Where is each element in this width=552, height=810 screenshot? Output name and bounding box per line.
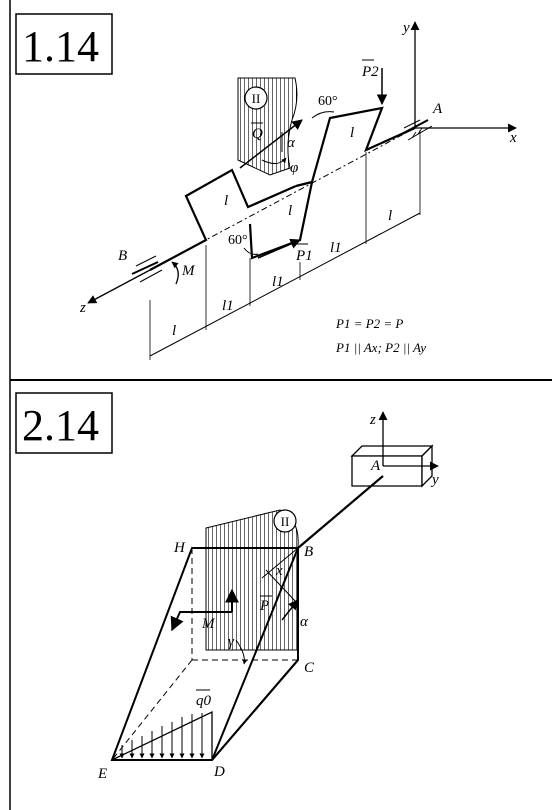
x-axis-label: x xyxy=(509,130,517,146)
y2-axis-label: y xyxy=(430,472,439,488)
plane-ii-marker xyxy=(244,86,268,110)
z2-axis-label: z xyxy=(369,412,376,428)
force-p1-label: P1 xyxy=(295,248,313,264)
point-h-label: H xyxy=(173,540,186,556)
condition-force-directions: P1 || Ax; P2 || Ay xyxy=(335,340,426,355)
dim-l1-3: l1 xyxy=(330,240,342,256)
problem-number-box xyxy=(15,13,113,75)
plane-ii-2-label: II xyxy=(281,514,290,529)
moment-m2-arrow xyxy=(170,611,232,632)
shaft-centerline xyxy=(89,127,416,303)
plane-ii-2-marker xyxy=(273,509,297,533)
problem-1-14: 1.14 II y x z A B M xyxy=(15,13,517,360)
problem-number-2: 2.14 xyxy=(22,401,99,450)
load-arrows xyxy=(119,713,205,759)
angle-60-top-arc xyxy=(311,111,335,119)
moment-m-arrow xyxy=(171,261,179,285)
force-p-label: P xyxy=(259,598,269,614)
dim-l-2: l xyxy=(388,208,392,224)
dim-l-crank-mid: l xyxy=(288,203,292,219)
point-b-label: B xyxy=(118,248,127,264)
rod-ab xyxy=(297,475,384,549)
point-d-label: D xyxy=(213,764,225,780)
x-direction-line xyxy=(261,547,299,579)
load-q0-label: q0 xyxy=(196,693,212,709)
dim-l-1: l xyxy=(172,323,176,339)
x2-axis-label: x xyxy=(275,563,283,579)
block-a xyxy=(350,444,434,488)
plane-ii-label: II xyxy=(252,91,261,106)
moment-m-label: M xyxy=(181,263,196,279)
point-c-label: C xyxy=(304,660,315,676)
angle-60-top: 60° xyxy=(318,94,338,109)
angle-alpha-label: α xyxy=(287,135,296,151)
point-e-label: E xyxy=(97,766,107,782)
angle-phi-arc xyxy=(261,157,287,164)
condition-equal-forces: P1 = P2 = P xyxy=(335,316,403,331)
z-axis-label: z xyxy=(79,300,86,316)
bearing-a xyxy=(397,119,433,141)
dim-l-crank-right: l xyxy=(350,125,354,141)
force-p-arrow xyxy=(281,599,299,621)
y-axis-label: y xyxy=(401,20,410,36)
dimension-line xyxy=(149,212,421,357)
problem-number: 1.14 xyxy=(22,22,99,71)
z-axis xyxy=(87,269,151,304)
problem-number-box-2 xyxy=(15,392,113,454)
angle-alpha2-label: α xyxy=(300,614,309,630)
p-ref-line xyxy=(265,569,297,603)
force-p1-arrow xyxy=(257,238,301,259)
angle-60-bottom: 60° xyxy=(228,233,248,248)
angle-gamma-label: γ xyxy=(228,634,235,650)
angle-60-bottom-arc xyxy=(243,247,259,255)
point-a-label: A xyxy=(432,101,443,117)
force-q-label: Q xyxy=(252,126,263,142)
edge-bd xyxy=(211,547,299,761)
load-triangle xyxy=(111,710,213,761)
point-a2-label: A xyxy=(370,458,381,474)
problem-2-14: 2.14 A z y II x M P xyxy=(15,392,439,782)
angle-gamma-arc xyxy=(235,639,248,665)
crank-joint xyxy=(295,180,313,188)
dim-l-crank-left: l xyxy=(224,193,228,209)
edge-cd xyxy=(211,659,299,761)
bearing-b xyxy=(131,255,163,283)
moment-m2-label: M xyxy=(201,616,216,632)
dimension-ticks xyxy=(149,130,421,360)
edge-e-hidden xyxy=(111,659,193,761)
dim-l1-1: l1 xyxy=(222,298,234,314)
angle-phi-label: φ xyxy=(290,160,298,176)
crank-right xyxy=(248,106,416,260)
point-b2-label: B xyxy=(304,544,313,560)
force-q-arrow xyxy=(239,119,303,169)
force-p2-label: P2 xyxy=(361,64,379,80)
crank-left xyxy=(149,168,297,271)
dim-l1-2: l1 xyxy=(272,274,284,290)
